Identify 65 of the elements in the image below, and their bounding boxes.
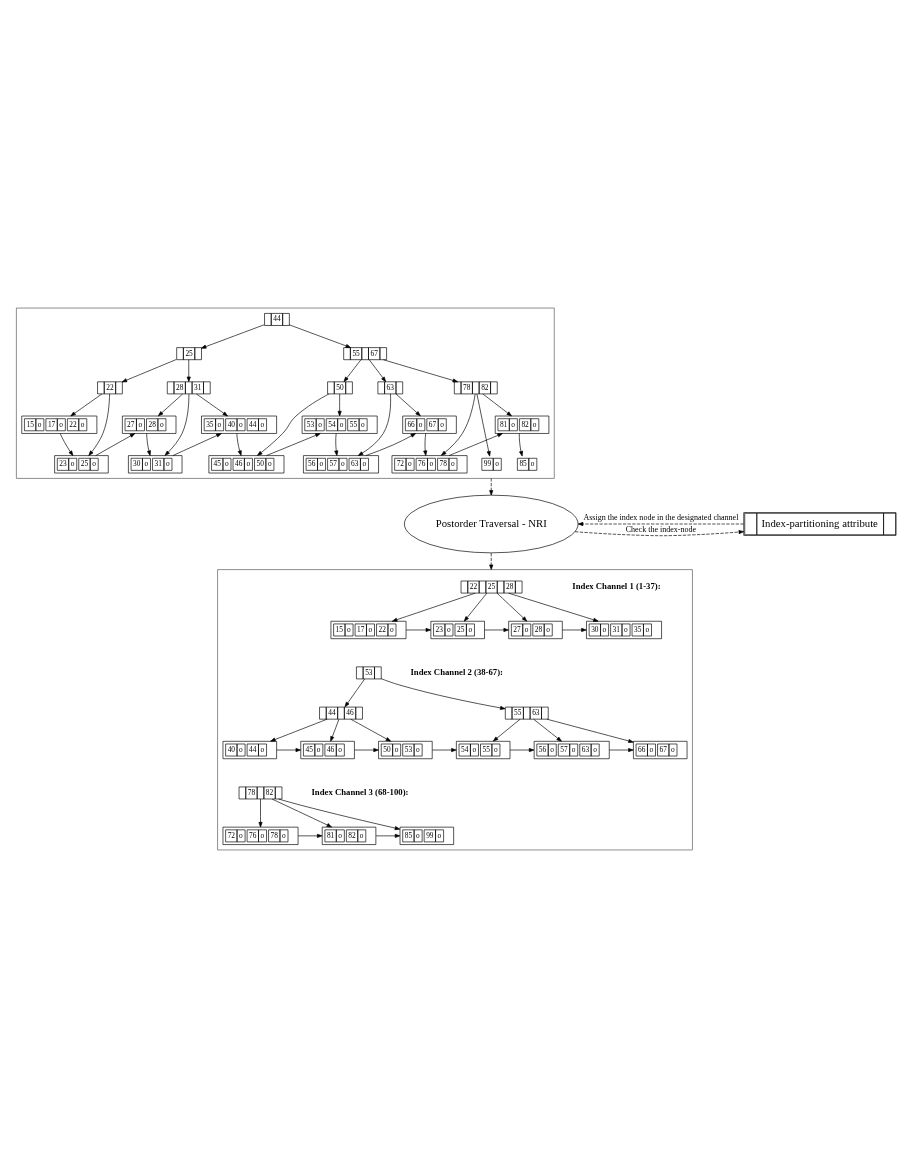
node-ellipse: Postorder Traversal - NRI xyxy=(404,494,579,554)
arrow xyxy=(533,718,562,742)
arrow xyxy=(186,359,191,382)
arrow xyxy=(463,592,488,622)
arrow xyxy=(258,798,263,828)
arrow xyxy=(357,393,391,456)
arrow xyxy=(383,359,458,383)
arrow xyxy=(432,748,457,752)
arrow xyxy=(609,748,634,752)
arrow xyxy=(441,393,476,456)
arrow xyxy=(330,719,340,742)
arrow xyxy=(448,433,503,456)
arrow xyxy=(392,592,476,622)
arrow xyxy=(270,718,328,742)
arrow xyxy=(88,393,110,456)
arrow xyxy=(476,393,491,457)
arrow xyxy=(484,628,509,632)
cluster xyxy=(217,569,693,851)
arrow xyxy=(257,393,330,456)
arrow xyxy=(509,748,535,752)
arrow xyxy=(337,393,342,417)
arrow xyxy=(146,433,151,456)
label: Index Channel 2 (38-67): xyxy=(410,666,504,677)
arrow xyxy=(354,748,379,752)
arrow xyxy=(518,433,523,457)
arrow xyxy=(271,798,332,828)
label: Index Channel 3 (68-100): xyxy=(311,786,409,797)
cluster xyxy=(16,307,555,479)
arrow xyxy=(236,433,242,456)
arrow xyxy=(278,798,401,831)
arrow xyxy=(297,833,323,838)
arrow xyxy=(368,359,387,382)
arrow xyxy=(196,393,228,417)
arrow xyxy=(276,748,301,752)
arrow xyxy=(343,359,362,382)
arrow xyxy=(496,592,528,622)
arrow xyxy=(574,530,745,537)
arrow xyxy=(405,628,432,632)
arrow xyxy=(158,393,184,417)
arrow xyxy=(482,393,512,417)
arrow xyxy=(266,433,321,456)
arrow xyxy=(334,433,339,456)
arrow xyxy=(489,478,494,496)
arrow xyxy=(577,522,744,526)
arrow xyxy=(121,359,177,383)
arrow xyxy=(288,324,351,348)
arrow xyxy=(350,718,392,742)
arrow xyxy=(380,678,506,710)
arrow xyxy=(492,718,521,742)
arrow xyxy=(95,433,136,456)
arrow xyxy=(489,552,494,570)
arrow xyxy=(423,433,428,456)
arrow xyxy=(546,718,634,743)
label: Index Channel 1 (1-37): xyxy=(572,580,661,591)
arrow xyxy=(375,833,401,838)
arrow xyxy=(395,393,421,417)
arrow xyxy=(164,393,190,456)
arrow xyxy=(200,324,265,349)
arrow xyxy=(508,592,599,622)
arrow xyxy=(344,678,365,708)
arrow xyxy=(365,433,416,456)
arrow xyxy=(70,393,103,417)
arrow xyxy=(59,433,74,456)
arrow xyxy=(172,433,222,456)
arrow xyxy=(562,628,587,632)
